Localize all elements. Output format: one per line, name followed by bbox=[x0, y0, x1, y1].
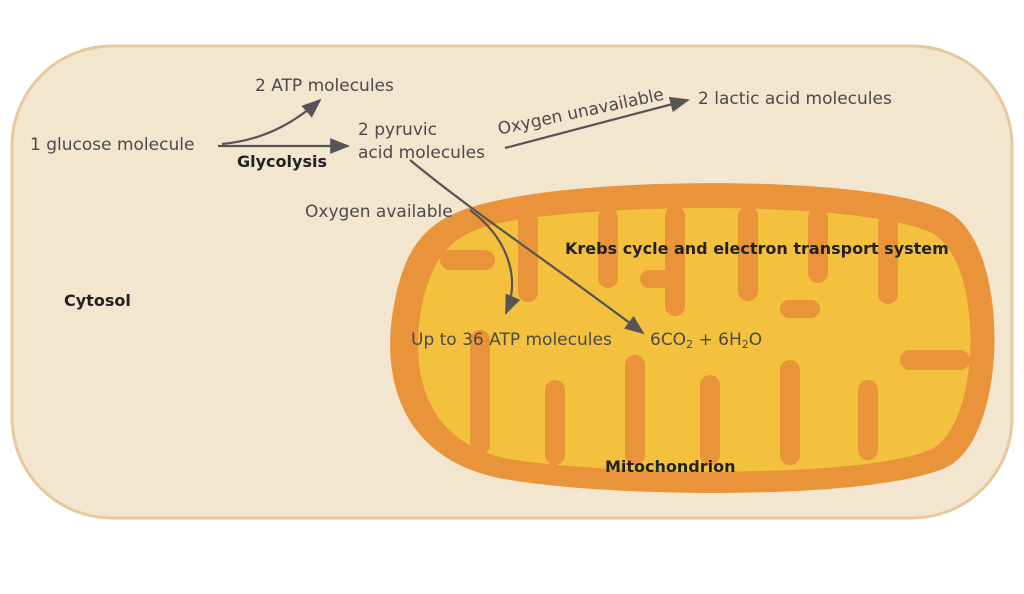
products-o: O bbox=[748, 330, 763, 350]
mitochondrion-cristae bbox=[440, 206, 970, 465]
label-oxygen-available: Oxygen available bbox=[305, 202, 453, 222]
label-lactic-acid: 2 lactic acid molecules bbox=[698, 89, 892, 109]
label-products: 6CO2 + 6H2O bbox=[650, 330, 762, 355]
label-36-atp: Up to 36 ATP molecules bbox=[411, 330, 612, 350]
label-glucose: 1 glucose molecule bbox=[30, 135, 195, 155]
arrow-oxygen-to-atp36 bbox=[469, 209, 521, 315]
label-pyruvic-line1: 2 pyruvic bbox=[358, 120, 437, 140]
label-mitochondrion: Mitochondrion bbox=[605, 457, 736, 476]
label-pyruvic-line2: acid molecules bbox=[358, 143, 485, 163]
arrow-to-lactic bbox=[504, 96, 690, 150]
arrow-glucose-to-atp bbox=[221, 98, 322, 146]
label-glycolysis: Glycolysis bbox=[237, 152, 327, 171]
products-sub-2: 2 bbox=[741, 338, 749, 351]
label-2-atp: 2 ATP molecules bbox=[255, 76, 394, 96]
label-krebs-cycle: Krebs cycle and electron transport syste… bbox=[565, 239, 949, 258]
products-sub-1: 2 bbox=[686, 338, 694, 351]
products-h2o: + 6H bbox=[693, 330, 742, 350]
label-cytosol: Cytosol bbox=[64, 291, 131, 310]
arrow-pyruvic-to-products bbox=[409, 159, 645, 335]
products-co2: 6CO bbox=[650, 330, 687, 350]
